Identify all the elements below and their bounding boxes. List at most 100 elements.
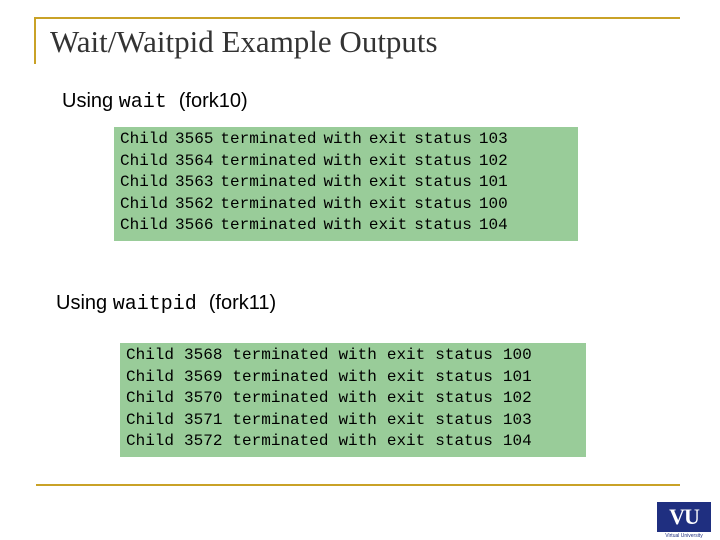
output-token: 104 (478, 216, 508, 235)
output-token: Child (126, 389, 175, 408)
output-token: 3569 (184, 367, 223, 386)
output-token: 100 (478, 194, 508, 213)
output-token: exit (368, 151, 408, 170)
output-token: status (414, 216, 472, 235)
output-line: Child 3572 terminated with exit status 104 (126, 431, 542, 453)
logo-text: Virtual University (665, 533, 703, 539)
logo-box: VU (657, 502, 711, 532)
output-token: terminated (220, 151, 317, 170)
output-token: Child (120, 173, 169, 192)
wait-program-name: (fork10) (178, 90, 248, 112)
output-token: with (338, 432, 377, 451)
top-rule (34, 17, 680, 19)
output-token: terminated (232, 346, 329, 364)
output-token: 3562 (175, 194, 214, 213)
output-token: Child (126, 410, 175, 429)
output-token: with (338, 346, 377, 364)
output-token: with (338, 410, 377, 429)
output-token: with (323, 194, 362, 213)
output-line: Child 3569 terminated with exit status 101 (126, 367, 542, 389)
output-line: Child 3568 terminated with exit status 100 (126, 345, 542, 367)
waitpid-program-name: (fork11) (208, 292, 277, 314)
output-token: 3570 (184, 389, 223, 408)
output-token: 3568 (184, 346, 223, 364)
output-token: Child (120, 130, 169, 148)
output-line: Child 3566 terminated with exit status 104 (120, 215, 515, 237)
output-token: terminated (232, 389, 329, 408)
output-token: status (435, 346, 493, 364)
output-line: Child 3563 terminated with exit status 101 (120, 172, 515, 194)
output-token: 103 (478, 130, 508, 148)
waitpid-func-name: waitpid (112, 293, 197, 316)
output-token: Child (120, 151, 169, 170)
waitpid-space (197, 293, 209, 316)
output-token: Child (120, 216, 169, 235)
output-token: terminated (232, 410, 329, 429)
wait-heading: Using wait (fork10) (62, 90, 248, 114)
output-token: 3563 (175, 173, 214, 192)
output-token: Child (126, 367, 175, 386)
slide-title: Wait/Waitpid Example Outputs (50, 24, 438, 59)
output-token: Child (126, 432, 175, 451)
waitpid-heading-prefix: Using (56, 292, 113, 314)
output-token: exit (368, 216, 408, 235)
output-line: Child 3571 terminated with exit status 103 (126, 410, 542, 432)
output-token: 103 (502, 410, 532, 429)
vu-logo: VU Virtual University (657, 502, 711, 540)
output-token: 3565 (175, 130, 214, 148)
output-token: 101 (502, 367, 532, 386)
title-side-rule (34, 18, 36, 64)
output-token: terminated (220, 216, 317, 235)
output-token: status (414, 173, 472, 192)
output-token: with (323, 216, 362, 235)
output-token: 101 (478, 173, 508, 192)
output-line: Child 3570 terminated with exit status 102 (126, 388, 542, 410)
wait-heading-prefix: Using (62, 90, 119, 112)
output-token: exit (386, 346, 426, 364)
output-token: 3566 (175, 216, 214, 235)
output-token: status (414, 194, 472, 213)
output-token: 102 (478, 151, 508, 170)
output-token: exit (368, 130, 408, 148)
output-token: terminated (232, 367, 329, 386)
output-token: exit (386, 410, 426, 429)
output-token: status (435, 367, 493, 386)
output-token: terminated (220, 173, 317, 192)
output-token: Child (120, 194, 169, 213)
output-token: Child (126, 346, 175, 364)
output-token: terminated (220, 194, 317, 213)
output-token: terminated (232, 432, 329, 451)
output-token: 104 (502, 432, 532, 451)
output-token: status (435, 432, 493, 451)
output-token: with (323, 173, 362, 192)
output-token: 102 (502, 389, 532, 408)
output-token: status (435, 410, 493, 429)
logo-mark: VU (669, 504, 700, 529)
output-token: status (414, 130, 472, 148)
output-token: exit (386, 432, 426, 451)
output-line: Child 3562 terminated with exit status 100 (120, 194, 515, 216)
output-token: status (435, 389, 493, 408)
output-token: exit (386, 389, 426, 408)
output-token: exit (368, 194, 408, 213)
output-token: exit (386, 367, 426, 386)
waitpid-heading: Using waitpid (fork11) (56, 292, 276, 316)
bottom-rule (36, 484, 680, 486)
output-token: with (323, 151, 362, 170)
output-token: terminated (220, 130, 317, 148)
output-token: with (338, 389, 377, 408)
wait-func-name: wait (118, 91, 167, 114)
output-token: status (414, 151, 472, 170)
output-token: 100 (502, 346, 532, 364)
output-token: 3572 (184, 432, 223, 451)
output-token: exit (368, 173, 408, 192)
wait-space (167, 91, 179, 114)
output-token: 3571 (184, 410, 223, 429)
output-token: with (338, 367, 377, 386)
